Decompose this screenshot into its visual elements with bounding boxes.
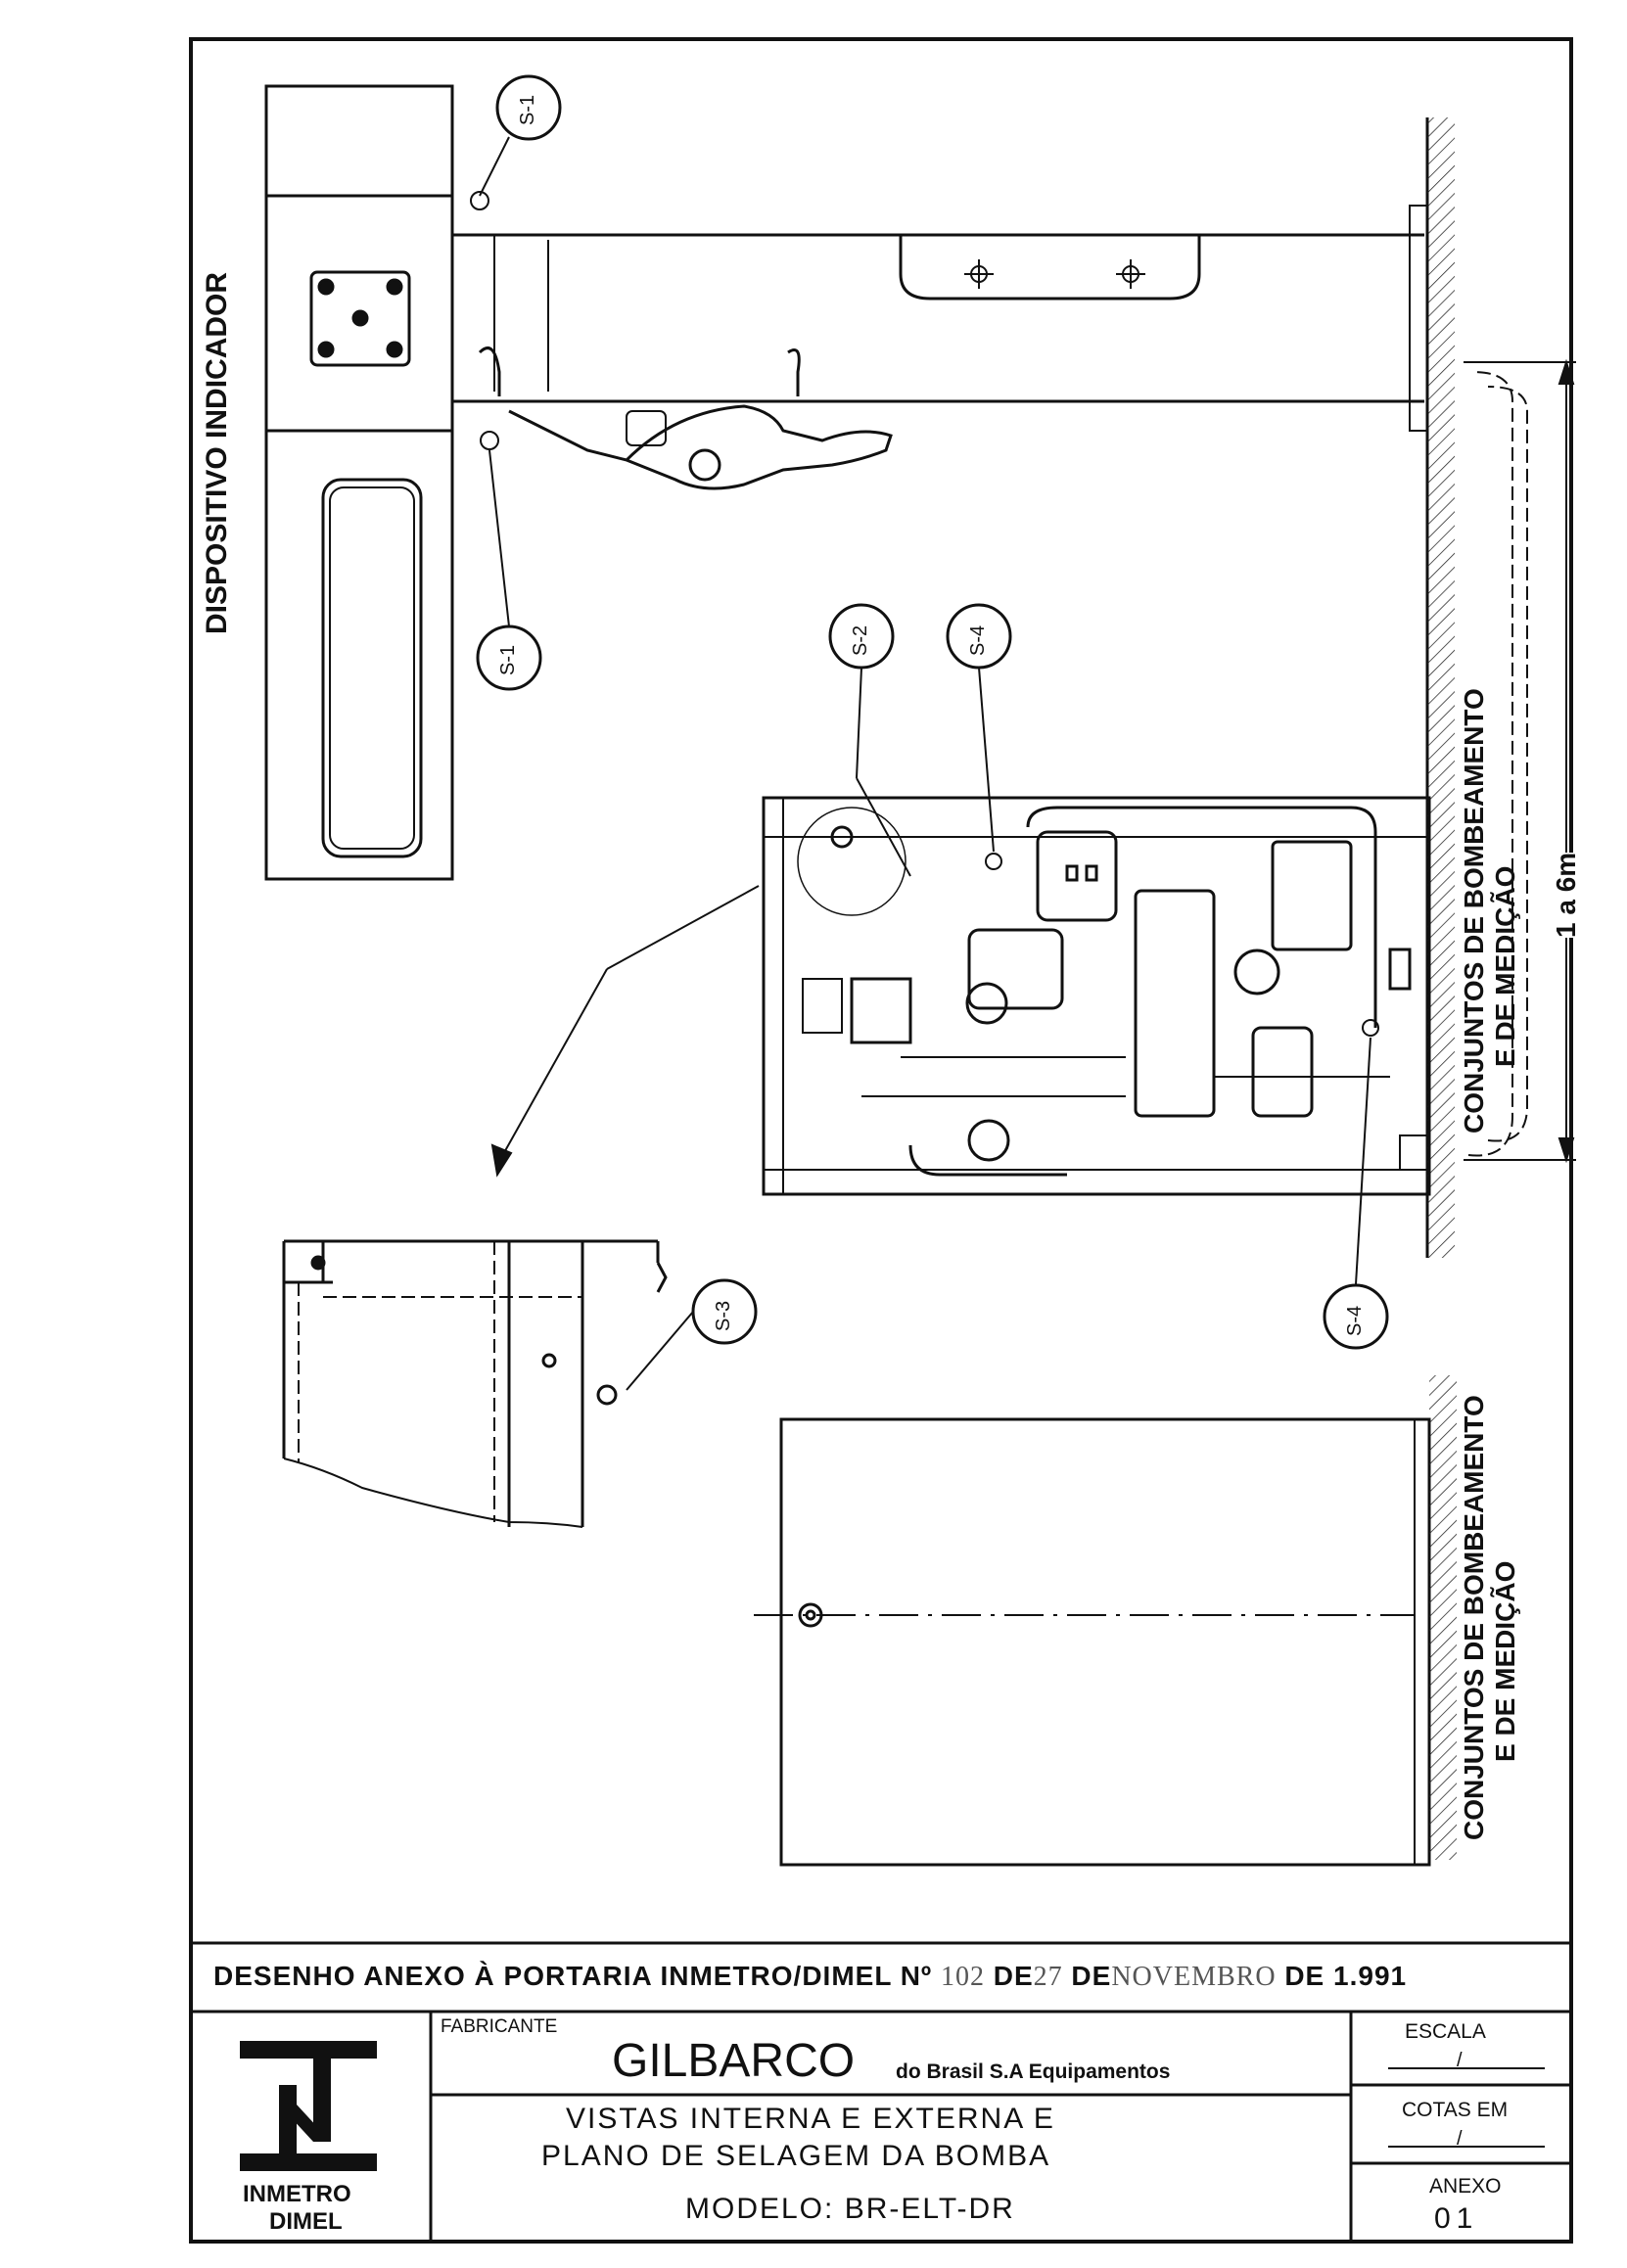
manufacturer-name: GILBARCO [612,2035,856,2087]
cotas-underline [1388,2146,1545,2148]
seal-label-s4-bottom: S-4 [1344,1305,1366,1336]
dimension-line [1464,358,1576,1164]
seal-bubble-s1-top [495,74,562,141]
header-prefix: DESENHO ANEXO À PORTARIA INMETRO/DIMEL N… [213,1961,933,1991]
seal-leaders [470,136,1379,1391]
portaria-day: 27 [1033,1962,1063,1992]
escala-value: / [1457,2050,1463,2071]
seal-label-s1-top: S-1 [517,94,538,125]
label-conjuntos-bottom-1: CONJUNTOS DE BOMBEAMENTO [1459,1395,1489,1840]
anexo-label: ANEXO [1429,2175,1502,2198]
label-dispositivo-indicador: DISPOSITIVO INDICADOR [201,271,233,634]
header-de-1: DE [993,1961,1034,1991]
portaria-month: NOVEMBRO [1111,1962,1277,1992]
cotas-label: COTAS EM [1402,2099,1509,2121]
detail-view [282,1239,668,1528]
side-view [754,1375,1457,1867]
keypad-plate [309,270,411,367]
seal-label-s3: S-3 [713,1300,734,1331]
escala-label: ESCALA [1405,2020,1486,2043]
drawing-model: MODELO: BR-ELT-DR [685,2193,1015,2225]
dimension-label: 1 a 6m [1551,852,1582,938]
inmetro-logo [240,2041,377,2171]
manufacturer-suffix: do Brasil S.A Equipamentos [896,2060,1171,2083]
seal-label-s4-top: S-4 [967,625,989,656]
external-view [264,84,1455,1258]
display-window-inner [329,486,415,850]
detail-arrow [490,885,760,1178]
crosshair-marks [964,259,1145,289]
title-block-lines [191,1941,1571,2242]
drawing-title-line-1: VISTAS INTERNA E EXTERNA E [566,2103,1055,2135]
label-conjuntos-top-2: E DE MEDIÇÃO [1490,865,1520,1067]
cotas-value: / [1457,2128,1463,2150]
drawing-title-line-2: PLANO DE SELAGEM DA BOMBA [541,2140,1051,2172]
portaria-number: 102 [940,1962,985,1992]
seal-bubble-s4-bottom [1323,1283,1389,1350]
internal-view [762,796,1431,1196]
portaria-header: DESENHO ANEXO À PORTARIA INMETRO/DIMEL N… [213,1961,1407,1993]
header-de-2: DE [1071,1961,1112,1991]
seal-label-s1-bottom: S-1 [497,644,519,675]
fabricante-label: FABRICANTE [441,2016,558,2037]
seal-callouts [476,74,1389,1350]
escala-underline [1388,2067,1545,2069]
header-de-3: DE [1284,1961,1325,1991]
logo-text-inmetro: INMETRO [243,2181,351,2207]
label-conjuntos-top-1: CONJUNTOS DE BOMBEAMENTO [1459,688,1489,1134]
anexo-value: 01 [1434,2202,1479,2235]
display-window [321,478,423,858]
seal-label-s2: S-2 [850,625,871,656]
portaria-year: 1.991 [1333,1961,1408,1991]
label-conjuntos-bottom-2: E DE MEDIÇÃO [1490,1560,1520,1762]
logo-text-dimel: DIMEL [269,2208,343,2235]
